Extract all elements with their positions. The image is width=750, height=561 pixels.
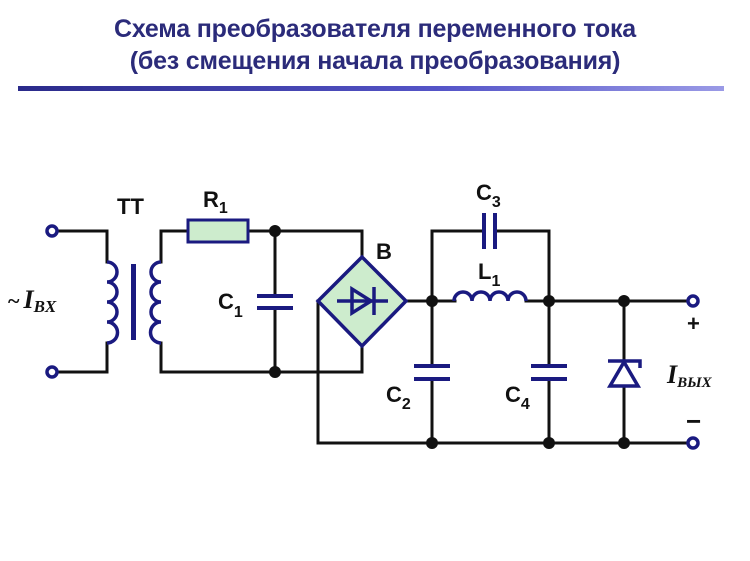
input-terminal-bottom xyxy=(45,365,59,379)
label-plus: + xyxy=(687,311,700,336)
junction-dot xyxy=(618,437,630,449)
capacitor-c1 xyxy=(257,294,293,310)
label-r1: R1 xyxy=(203,187,228,217)
junction-dot xyxy=(543,437,555,449)
capacitor-c4 xyxy=(531,364,567,381)
diode-bridge-b xyxy=(315,254,409,349)
transformer-secondary-winding xyxy=(148,260,162,345)
label-c4: C4 xyxy=(505,382,530,413)
wire-bridge-left xyxy=(316,299,695,445)
wire-c3 xyxy=(430,229,551,445)
label-c1: C1 xyxy=(218,289,243,321)
transformer-core xyxy=(131,264,136,340)
label-l1: L1 xyxy=(478,259,500,290)
label-c3: C3 xyxy=(476,180,501,211)
label-transformer: ТТ xyxy=(117,194,144,219)
junction-dot xyxy=(426,437,438,449)
output-terminal-plus xyxy=(686,294,700,308)
title-line-1: Схема преобразователя переменного тока xyxy=(114,15,636,43)
junction-dot xyxy=(426,295,438,307)
label-input-current: ~IBX xyxy=(8,285,57,316)
capacitor-c3 xyxy=(482,213,497,249)
label-c2: C2 xyxy=(386,382,411,413)
wire-input-bottom xyxy=(55,341,109,374)
junction-dot xyxy=(543,295,555,307)
junction-dot xyxy=(269,366,281,378)
wire-secondary-bottom xyxy=(159,341,364,374)
capacitor-c2 xyxy=(414,364,450,381)
title-line-2: (без смещения начала преобразования) xyxy=(129,47,621,75)
label-bridge: B xyxy=(376,239,392,264)
input-terminal-top xyxy=(45,224,59,238)
wire-r1-right xyxy=(246,229,364,259)
resistor-r1 xyxy=(186,218,250,244)
title-underline xyxy=(18,86,724,91)
zener-diode xyxy=(606,358,642,388)
wire-secondary-top xyxy=(159,229,189,264)
junction-dot xyxy=(269,225,281,237)
label-minus: − xyxy=(686,406,701,436)
inductor-l1 xyxy=(452,290,528,302)
junction-dot xyxy=(618,295,630,307)
wire-input-top xyxy=(55,229,109,264)
output-terminal-minus xyxy=(686,436,700,450)
label-output-current: IВЫХ xyxy=(666,360,713,391)
transformer-primary-winding xyxy=(106,260,120,345)
